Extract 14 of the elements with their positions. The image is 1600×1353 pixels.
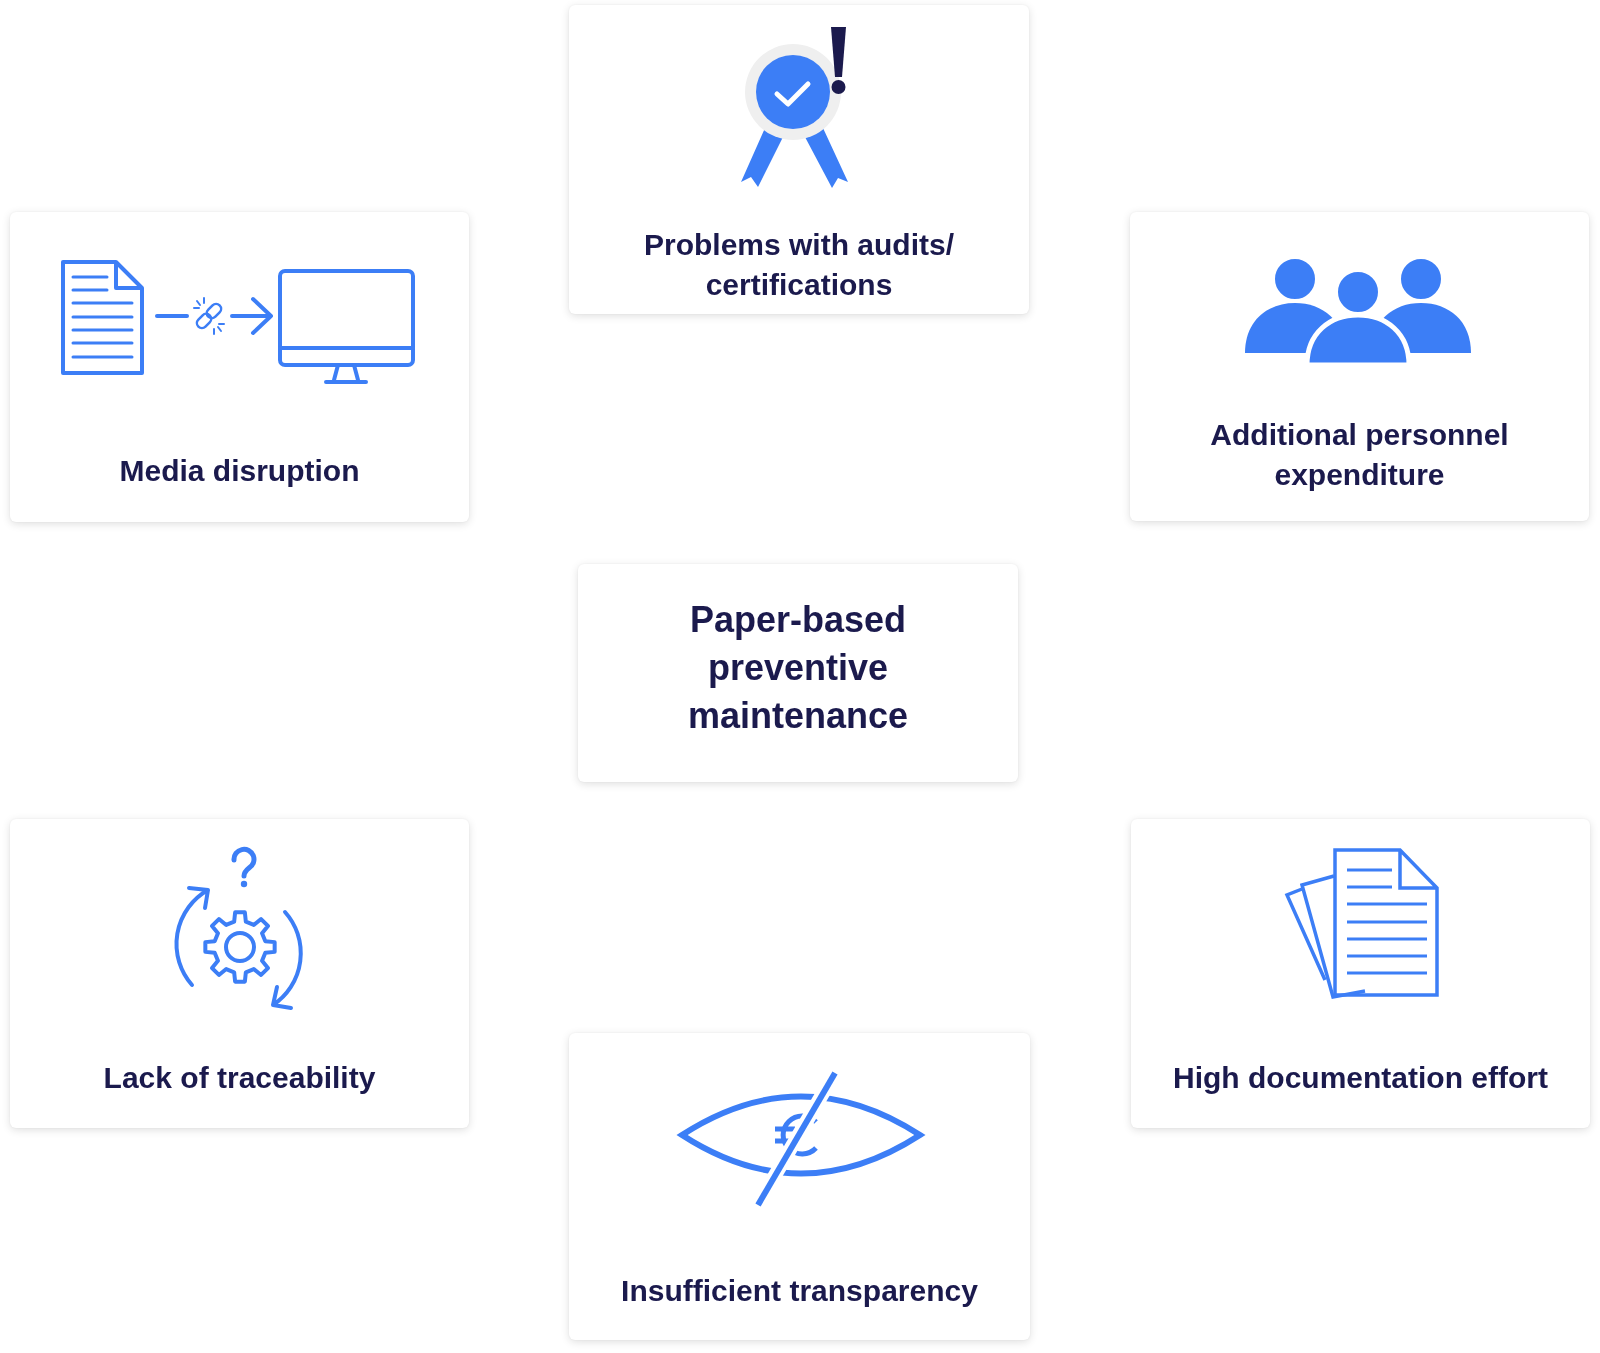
- topic-title: Paper-based preventive maintenance: [686, 598, 910, 738]
- card: [569, 1033, 1030, 1340]
- topic-card: [578, 564, 1018, 782]
- card-title: Media disruption: [118, 453, 361, 489]
- card: [10, 819, 469, 1128]
- card: [569, 5, 1029, 314]
- card: [10, 212, 469, 522]
- card: [1130, 212, 1589, 521]
- card-title: Additional personnel expenditure: [1209, 417, 1510, 493]
- card-title: Lack of traceability: [102, 1060, 377, 1096]
- card: [1131, 819, 1590, 1128]
- card-title: High documentation effort: [1172, 1060, 1549, 1096]
- card-title: Problems with audits/ certifications: [642, 227, 956, 303]
- card-title: Insufficient transparency: [620, 1273, 979, 1309]
